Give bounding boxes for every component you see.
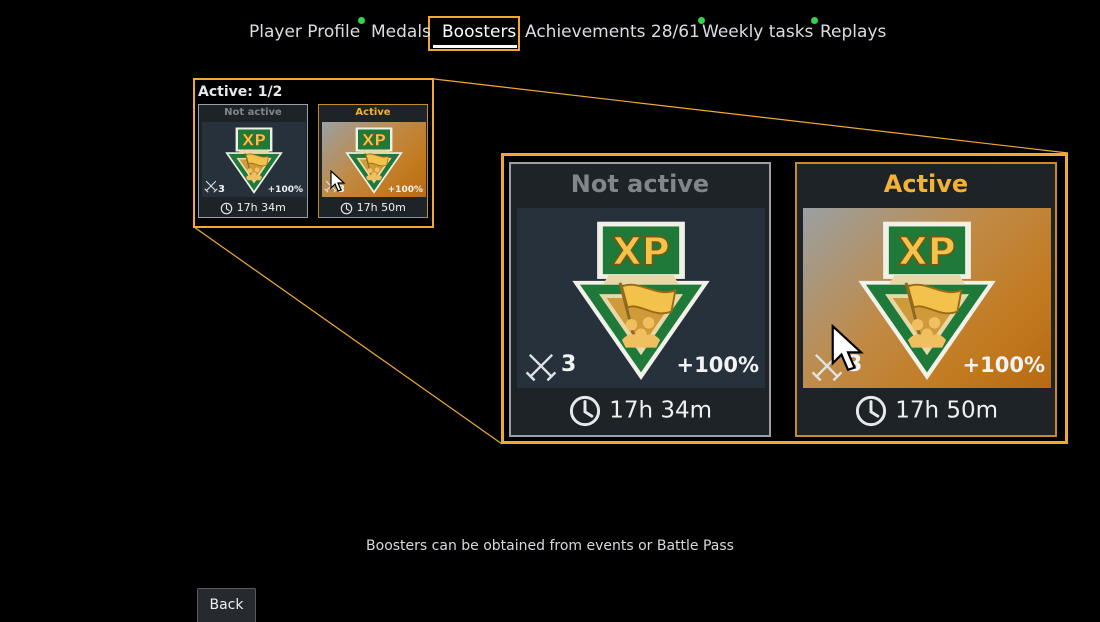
booster-bonus: +100% — [962, 353, 1045, 377]
tab-weekly-tasks[interactable]: Weekly tasks — [702, 17, 819, 45]
booster-uses: 3 — [338, 184, 345, 195]
clock-icon — [340, 202, 353, 215]
booster-status-label: Active — [883, 170, 969, 198]
tab-replays[interactable]: Replays — [820, 19, 886, 45]
tab-label: Player Profile — [249, 22, 361, 42]
active-count-label: Active: 1/2 — [198, 84, 283, 100]
xp-booster-icon — [202, 122, 306, 197]
crossed-swords-icon — [811, 350, 843, 382]
booster-status-label: Active — [355, 107, 391, 118]
booster-card-active[interactable]: Active 3 +100% 17h 50m — [318, 104, 428, 218]
booster-card-not-active[interactable]: Not active 3 +100% 17h 34m — [198, 104, 308, 218]
crossed-swords-icon — [324, 179, 338, 193]
crossed-swords-icon — [525, 350, 557, 382]
booster-time: 17h 50m — [895, 397, 999, 424]
booster-time: 17h 50m — [356, 201, 406, 214]
notification-dot — [358, 17, 366, 24]
clock-icon — [568, 394, 602, 428]
tab-selection-underline — [433, 45, 517, 48]
tab-label: Weekly tasks — [702, 22, 814, 42]
back-button[interactable]: Back — [197, 588, 256, 622]
booster-card-active-zoomed[interactable]: Active 3 +100% 17h 50m — [795, 162, 1057, 437]
xp-booster-icon — [517, 208, 765, 388]
tab-boosters[interactable]: Boosters — [442, 19, 516, 45]
booster-time: 17h 34m — [236, 201, 286, 214]
notification-dot — [811, 17, 819, 24]
tab-medals[interactable]: Medals — [371, 19, 431, 45]
crossed-swords-icon — [204, 179, 218, 193]
clock-icon — [854, 394, 888, 428]
booster-status-label: Not active — [570, 170, 710, 198]
tab-bar: Player Profile Medals Boosters Achieveme… — [0, 0, 1100, 56]
boosters-panel: Active: 1/2 Not active 3 +100% 17h 34m A… — [193, 78, 434, 228]
booster-time: 17h 34m — [609, 397, 713, 424]
tab-label: Replays — [820, 22, 887, 42]
tab-selection-frame — [428, 16, 520, 51]
tab-label: Achievements 28/61 — [525, 22, 700, 42]
booster-timer: 17h 34m — [511, 394, 769, 428]
notification-dot — [697, 17, 705, 24]
booster-uses: 3 — [218, 184, 225, 195]
booster-card-not-active-zoomed[interactable]: Not active 3 +100% 17h 34m — [509, 162, 771, 437]
clock-icon — [220, 202, 233, 215]
tab-player-profile[interactable]: Player Profile — [249, 17, 366, 45]
tab-label: Boosters — [442, 22, 517, 42]
booster-bonus: +100% — [267, 185, 303, 195]
tab-label: Medals — [371, 22, 431, 42]
zoomed-boosters-view: Not active 3 +100% 17h 34m Active 3 +100… — [501, 153, 1068, 444]
booster-status-label: Not active — [224, 107, 282, 118]
booster-uses: 3 — [847, 352, 863, 377]
tab-achievements[interactable]: Achievements 28/61 — [525, 17, 705, 45]
booster-uses: 3 — [561, 352, 577, 377]
booster-timer: 17h 34m — [199, 201, 307, 215]
booster-timer: 17h 50m — [319, 201, 427, 215]
booster-bonus: +100% — [387, 185, 423, 195]
booster-bonus: +100% — [676, 353, 759, 377]
boosters-hint-text: Boosters can be obtained from events or … — [366, 538, 734, 554]
booster-timer: 17h 50m — [797, 394, 1055, 428]
